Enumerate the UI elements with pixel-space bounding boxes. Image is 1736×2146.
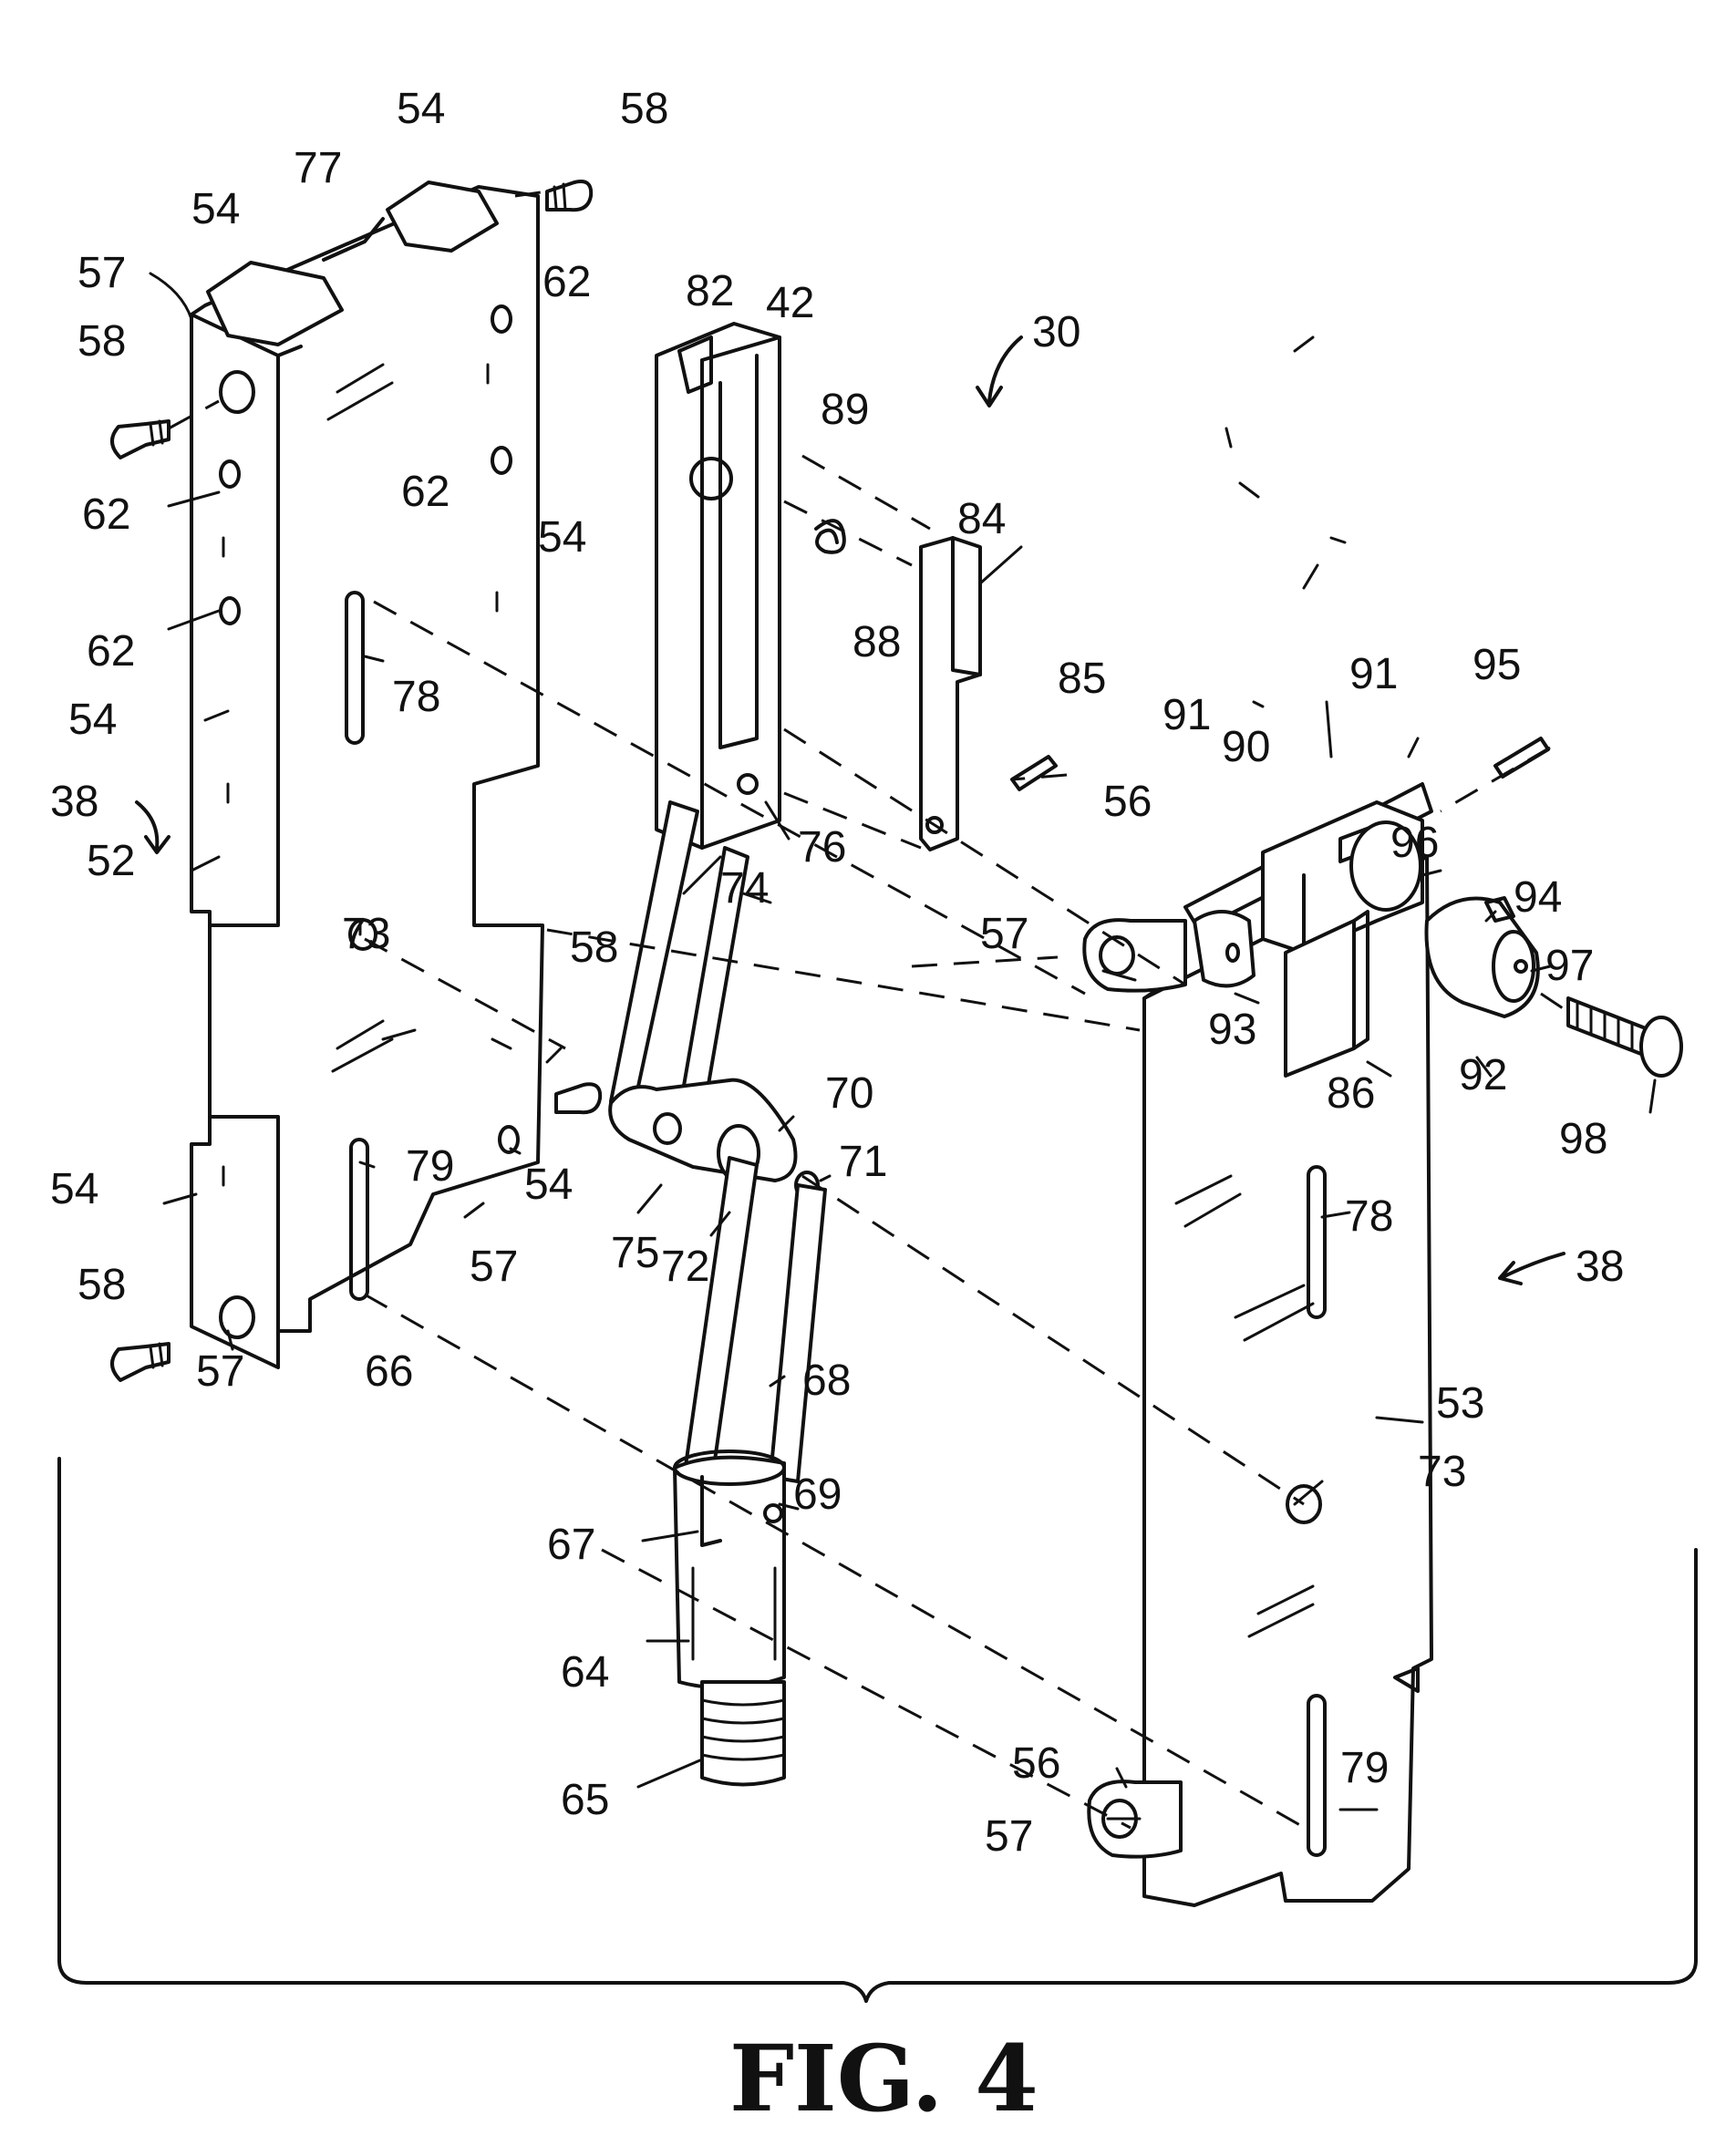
reference-numeral-97: 97 bbox=[1545, 942, 1594, 990]
reference-numeral-57: 57 bbox=[196, 1347, 244, 1396]
reference-numeral-93: 93 bbox=[1208, 1006, 1256, 1054]
reference-numeral-67: 67 bbox=[547, 1521, 595, 1569]
pin-95 bbox=[1495, 738, 1548, 777]
reference-numeral-62: 62 bbox=[401, 468, 450, 516]
reference-numeral-96: 96 bbox=[1390, 819, 1439, 867]
reference-numeral-73: 73 bbox=[1418, 1448, 1466, 1496]
reference-numeral-58: 58 bbox=[78, 1261, 126, 1309]
reference-numeral-69: 69 bbox=[793, 1470, 842, 1519]
reference-numeral-57: 57 bbox=[470, 1243, 518, 1291]
left-bracket-plate bbox=[191, 182, 542, 1367]
reference-numeral-54: 54 bbox=[524, 1161, 573, 1209]
reference-numeral-94: 94 bbox=[1514, 873, 1562, 922]
reference-numeral-75: 75 bbox=[611, 1229, 659, 1277]
reference-numeral-73: 73 bbox=[342, 910, 390, 958]
reference-numeral-54: 54 bbox=[191, 185, 240, 233]
link-68 bbox=[684, 1158, 825, 1486]
plate-70 bbox=[610, 1080, 818, 1198]
reference-numeral-88: 88 bbox=[852, 618, 901, 666]
reference-numeral-84: 84 bbox=[957, 495, 1006, 543]
reference-numeral-74: 74 bbox=[720, 864, 769, 913]
reference-numeral-58: 58 bbox=[570, 923, 618, 972]
reference-numeral-86: 86 bbox=[1327, 1069, 1375, 1118]
pin-85 bbox=[1012, 757, 1056, 789]
reference-numeral-82: 82 bbox=[686, 267, 734, 315]
reference-numeral-98: 98 bbox=[1559, 1115, 1607, 1163]
reference-numeral-58: 58 bbox=[78, 317, 126, 366]
reference-numeral-89: 89 bbox=[821, 386, 869, 434]
reference-numeral-76: 76 bbox=[798, 823, 846, 872]
assembly-brace bbox=[59, 1459, 1696, 2001]
thread-65 bbox=[702, 1682, 784, 1785]
reference-numeral-62: 62 bbox=[87, 627, 135, 676]
reference-numeral-72: 72 bbox=[661, 1243, 709, 1291]
link-74 bbox=[611, 802, 748, 1121]
reference-numeral-38: 38 bbox=[1576, 1243, 1624, 1291]
reference-numeral-56: 56 bbox=[1012, 1739, 1060, 1788]
screw-58-top-right bbox=[547, 181, 591, 210]
reference-numeral-78: 78 bbox=[1345, 1192, 1393, 1241]
reference-numeral-95: 95 bbox=[1472, 641, 1521, 689]
reference-numeral-70: 70 bbox=[825, 1069, 873, 1118]
reference-numeral-90: 90 bbox=[1222, 723, 1270, 771]
reference-numeral-77: 77 bbox=[294, 144, 342, 192]
reference-numeral-30: 30 bbox=[1032, 308, 1080, 356]
reference-numeral-91: 91 bbox=[1349, 650, 1398, 698]
reference-numeral-64: 64 bbox=[561, 1648, 609, 1697]
reference-numeral-92: 92 bbox=[1459, 1051, 1507, 1099]
reference-numeral-42: 42 bbox=[766, 279, 814, 327]
reference-numeral-57: 57 bbox=[78, 249, 126, 297]
reference-numeral-54: 54 bbox=[50, 1165, 98, 1213]
reference-numeral-78: 78 bbox=[392, 673, 440, 721]
reference-numeral-54: 54 bbox=[397, 85, 445, 133]
reference-numeral-58: 58 bbox=[620, 85, 668, 133]
reference-numeral-62: 62 bbox=[82, 490, 130, 539]
reference-numeral-57: 57 bbox=[980, 910, 1028, 958]
reference-numeral-79: 79 bbox=[406, 1142, 454, 1191]
reference-numeral-71: 71 bbox=[839, 1138, 887, 1186]
reference-numeral-52: 52 bbox=[87, 837, 135, 885]
reference-numeral-85: 85 bbox=[1058, 655, 1106, 703]
reference-numeral-79: 79 bbox=[1340, 1744, 1389, 1792]
reference-numeral-56: 56 bbox=[1103, 778, 1152, 826]
reference-numeral-68: 68 bbox=[802, 1357, 851, 1405]
reference-numeral-54: 54 bbox=[538, 513, 586, 562]
screw-58-top-left bbox=[112, 421, 169, 458]
screw-58-middle bbox=[556, 1084, 600, 1112]
reference-numeral-65: 65 bbox=[561, 1776, 609, 1824]
screw-58-bottom-left bbox=[112, 1344, 169, 1380]
reference-numeral-91: 91 bbox=[1162, 691, 1211, 739]
figure-caption: FIG. 4 bbox=[729, 2025, 1038, 2132]
reference-numeral-54: 54 bbox=[68, 696, 117, 744]
screw-98 bbox=[1568, 998, 1681, 1076]
latch-bar-84 bbox=[921, 538, 980, 850]
reference-numeral-38: 38 bbox=[50, 778, 98, 826]
reference-numeral-53: 53 bbox=[1436, 1379, 1484, 1428]
reference-numeral-66: 66 bbox=[365, 1347, 413, 1396]
rod-64 bbox=[675, 1451, 784, 1687]
reference-numeral-62: 62 bbox=[542, 258, 591, 306]
reference-numeral-57: 57 bbox=[985, 1812, 1033, 1861]
